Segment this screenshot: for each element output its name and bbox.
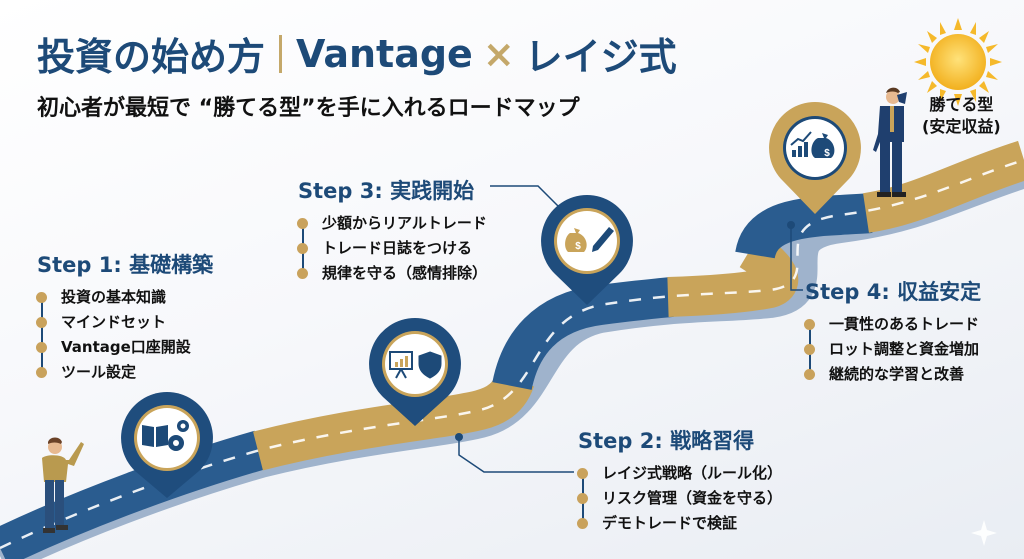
road-segment-4: [667, 232, 799, 317]
step3-connector: [490, 185, 561, 209]
pen-icon: [592, 227, 614, 252]
step2-pin[interactable]: [369, 318, 461, 426]
svg-text:$: $: [575, 241, 581, 252]
list-item: ツール設定: [35, 360, 213, 385]
money-bag-icon: $: [811, 133, 835, 159]
step2-connector: [458, 437, 574, 473]
list-item: トレード日誌をつける: [296, 236, 487, 261]
road-center-line: [0, 158, 1024, 550]
step2-block: Step 2: 戦略習得 レイジ式戦略（ルール化） リスク管理（資金を守る） デ…: [576, 425, 782, 536]
gears-icon: [168, 420, 189, 451]
list-item: リスク管理（資金を守る）: [576, 486, 782, 511]
road-segment-5: [735, 193, 873, 260]
money-bag-icon: $: [565, 228, 587, 252]
title-divider: [279, 34, 283, 73]
svg-text:$: $: [824, 148, 830, 159]
list-item: レイジ式戦略（ルール化）: [576, 461, 782, 486]
title-times: ×: [482, 31, 515, 76]
step3-block: Step 3: 実践開始 少額からリアルトレード トレード日誌をつける 規律を守…: [296, 175, 487, 286]
beginner-person-illustration: [42, 437, 84, 533]
step4-title: Step 4: 収益安定: [805, 280, 982, 304]
list-item: マインドセット: [35, 310, 213, 335]
road-segment-3: [492, 277, 674, 391]
step3-pin[interactable]: $: [541, 195, 633, 305]
sparkle-icon: [971, 520, 997, 546]
title-brand: Vantage: [296, 31, 473, 76]
list-item: デモトレードで検証: [576, 511, 782, 536]
goal-line1: 勝てる型: [929, 95, 994, 114]
page-subtitle: 初心者が最短で “勝てる型”を手に入れるロードマップ: [37, 96, 580, 121]
step1-title: Step 1: 基礎構築: [37, 253, 214, 277]
businessman-illustration: [873, 87, 907, 197]
step4-pin[interactable]: $: [769, 102, 861, 214]
list-item: Vantage口座開設: [35, 335, 213, 360]
sun-icon: [914, 18, 1002, 106]
step1-list: 投資の基本知識 マインドセット Vantage口座開設 ツール設定: [35, 285, 213, 385]
step3-list: 少額からリアルトレード トレード日誌をつける 規律を守る（感情排除）: [296, 211, 487, 286]
step4-list: 一貫性のあるトレード ロット調整と資金増加 継続的な学習と改善: [803, 312, 981, 387]
goal-line2: (安定収益): [922, 117, 1001, 136]
list-item: 一貫性のあるトレード: [803, 312, 981, 337]
book-icon: [142, 425, 168, 447]
list-item: 投資の基本知識: [35, 285, 213, 310]
list-item: 継続的な学習と改善: [803, 362, 981, 387]
shield-icon: [418, 351, 442, 379]
list-item: ロット調整と資金増加: [803, 337, 981, 362]
step4-connector-dot: [787, 221, 795, 229]
step2-connector-dot: [455, 433, 463, 441]
title-main: 投資の始め方: [37, 35, 266, 79]
list-item: 少額からリアルトレード: [296, 211, 487, 236]
step1-pin[interactable]: [121, 392, 213, 498]
step4-connector: [790, 225, 803, 291]
page-title: 投資の始め方 Vantage × レイジ式: [37, 26, 677, 81]
presentation-chart-icon: [389, 351, 413, 379]
step2-title: Step 2: 戦略習得: [578, 429, 755, 453]
growth-chart-icon: [790, 131, 812, 157]
step3-title: Step 3: 実践開始: [298, 179, 475, 203]
step4-block: Step 4: 収益安定 一貫性のあるトレード ロット調整と資金増加 継続的な学…: [803, 276, 982, 387]
list-item: 規律を守る（感情排除）: [296, 261, 487, 286]
step1-block: Step 1: 基礎構築 投資の基本知識 マインドセット Vantage口座開設…: [35, 249, 214, 385]
step2-list: レイジ式戦略（ルール化） リスク管理（資金を守る） デモトレードで検証: [576, 461, 782, 536]
goal-label: 勝てる型 (安定収益): [922, 94, 1001, 138]
title-method: レイジ式: [524, 35, 677, 79]
